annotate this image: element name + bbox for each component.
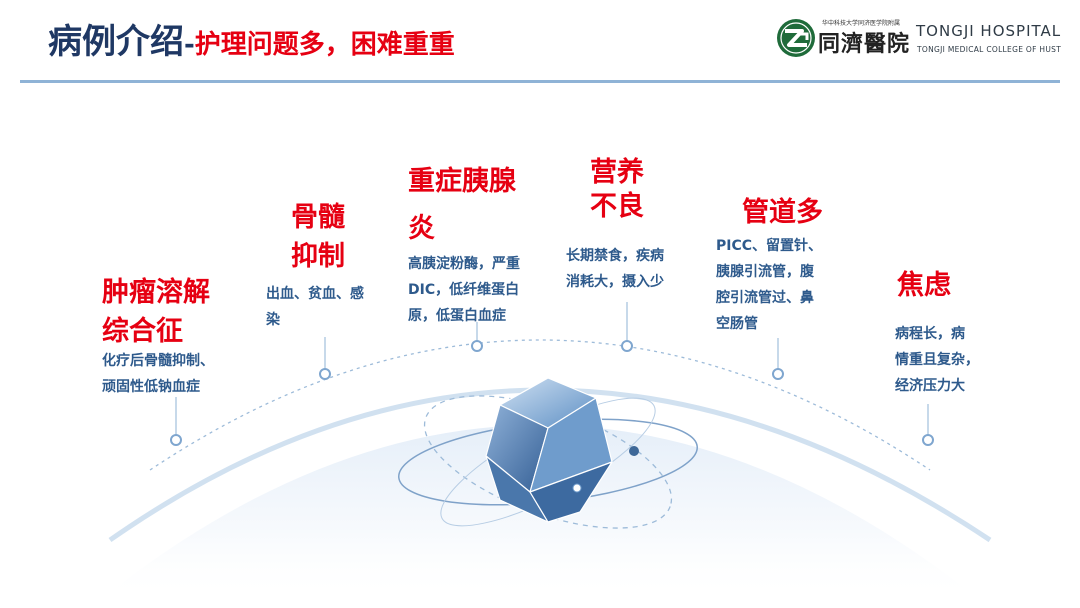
- problem-desc-bone-marrow: 出血、贫血、感 染: [266, 286, 364, 328]
- page-title-main: 病例介绍: [48, 22, 184, 62]
- timeline-dot: [922, 434, 934, 446]
- crystal-icon: [485, 377, 613, 523]
- logo-english-name: TONGJI HOSPITAL: [916, 22, 1062, 40]
- problem-desc-anxiety: 病程长，病 情重且复杂， 经济压力大: [895, 326, 979, 394]
- tongji-emblem-icon: [777, 19, 815, 57]
- timeline-dot: [621, 340, 633, 352]
- header-divider: [20, 80, 1060, 83]
- problem-title-malnutrition: 营养 不良: [590, 157, 644, 222]
- problem-title-tubes: 管道多: [742, 197, 823, 228]
- problem-desc-malnutrition: 长期禁食，疾病 消耗大，摄入少: [566, 248, 664, 290]
- hospital-logo: 华中科技大学同济医学院附属 同濟醫院 TONGJI HOSPITAL TONGJ…: [776, 16, 1072, 60]
- problem-desc-tubes: PICC、留置针、 胰腺引流管，腹 腔引流管过、鼻 空肠管: [716, 238, 823, 332]
- logo-chinese-name: 同濟醫院: [818, 31, 911, 57]
- problem-title-anxiety: 焦虑: [897, 270, 951, 301]
- problem-title-tumor-lysis: 肿瘤溶解 综合征: [102, 277, 210, 348]
- problem-desc-tumor-lysis: 化疗后骨髓抑制、 顽固性低钠血症: [102, 353, 214, 395]
- page-title: 病例介绍-护理问题多，困难重重: [48, 14, 455, 63]
- logo-university-name: 华中科技大学同济医学院附属: [822, 20, 901, 27]
- orbit-ring: [423, 395, 673, 529]
- page-title-subtitle: 护理问题多，困难重重: [194, 30, 455, 60]
- orbit-particle: [629, 446, 639, 456]
- timeline-dot: [471, 340, 483, 352]
- problem-title-pancreatitis: 重症胰腺 炎: [408, 166, 516, 245]
- logo-english-subtitle: TONGJI MEDICAL COLLEGE OF HUST: [917, 45, 1062, 54]
- timeline-dot: [772, 368, 784, 380]
- problem-title-bone-marrow: 骨髓 抑制: [291, 202, 345, 273]
- timeline-dot: [170, 434, 182, 446]
- page-title-separator: -: [184, 30, 195, 60]
- problem-desc-pancreatitis: 高胰淀粉酶，严重 DIC，低纤维蛋白 原，低蛋白血症: [408, 256, 520, 324]
- timeline-dot: [319, 368, 331, 380]
- orbit-particle: [572, 483, 582, 493]
